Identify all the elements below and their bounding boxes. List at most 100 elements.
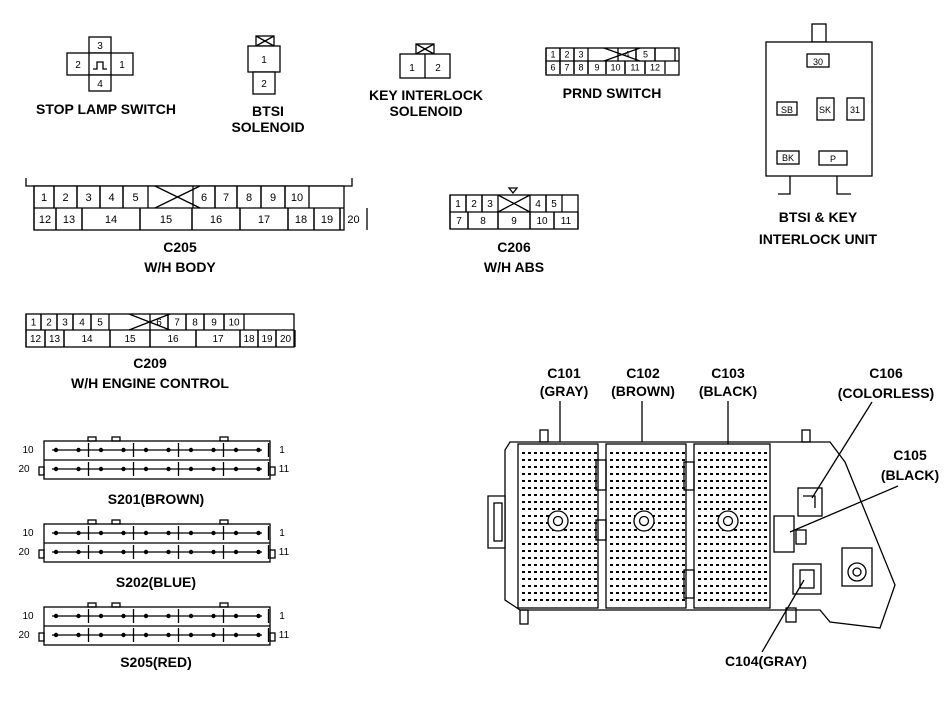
c205-pin-15: 15 <box>160 214 172 226</box>
c205-pin-19: 19 <box>321 214 333 226</box>
splice-terminal <box>143 549 149 555</box>
c102-id-label: C102 <box>626 365 660 381</box>
stop-lamp-switch-label: STOP LAMP SWITCH <box>36 101 176 117</box>
splice-terminal <box>233 549 239 555</box>
splice-terminal <box>211 549 216 555</box>
btsi-key-unit-label-1: BTSI & KEY <box>779 209 858 225</box>
splice-terminal <box>166 466 171 472</box>
c209-pin-18: 18 <box>243 334 255 345</box>
splice-terminal <box>188 632 194 638</box>
splice-terminal <box>53 466 59 472</box>
splice-terminal <box>211 447 216 453</box>
s202-label: S202(BLUE) <box>116 574 196 590</box>
splice-terminal <box>76 549 81 555</box>
splice-pin-10: 10 <box>22 611 34 622</box>
c209-pin-20: 20 <box>280 334 292 345</box>
c209-pin-10: 10 <box>228 318 240 329</box>
splice-terminal <box>211 466 216 472</box>
c206-pin-4: 4 <box>535 199 541 210</box>
c106-color-label: (COLORLESS) <box>838 385 934 401</box>
c106-id-label: C106 <box>869 365 903 381</box>
splice-terminal <box>98 466 104 472</box>
c209-pin-17: 17 <box>212 334 224 345</box>
prnd-pin-4: 4 <box>624 50 629 60</box>
c205-pin-18: 18 <box>295 214 307 226</box>
splice-terminal <box>143 466 149 472</box>
key-interlock-pin-2: 2 <box>435 63 441 74</box>
key-interlock-solenoid-connector: 1 2 KEY INTERLOCK SOLENOID <box>369 43 483 119</box>
splice-terminal <box>143 613 149 619</box>
splice-terminal <box>121 530 126 536</box>
c206-pin-8: 8 <box>480 216 486 227</box>
c205-pin-17: 17 <box>258 214 270 226</box>
splice-pin-11: 11 <box>279 630 290 641</box>
c209-id-label: C209 <box>133 355 167 371</box>
stop-lamp-pin-4: 4 <box>97 79 103 90</box>
stop-lamp-pin-2: 2 <box>75 60 81 71</box>
c105-id-label: C105 <box>893 447 927 463</box>
prnd-pin-1: 1 <box>550 50 555 60</box>
c209-pin-13: 13 <box>49 334 61 345</box>
c206-pin-1: 1 <box>455 199 461 210</box>
splice-pin-1: 1 <box>279 611 285 622</box>
splice-terminal <box>166 549 171 555</box>
btsi-solenoid-connector: 1 2 BTSI SOLENOID <box>231 35 305 135</box>
splice-pin-20: 20 <box>18 547 30 558</box>
c209-pin-2: 2 <box>46 318 52 329</box>
splice-terminal <box>256 549 261 555</box>
splice-terminal <box>121 447 126 453</box>
c205-pin-16: 16 <box>210 214 222 226</box>
splice-terminal <box>233 613 239 619</box>
splice-terminal <box>98 613 104 619</box>
c209-pin-12: 12 <box>30 334 42 345</box>
s205-label: S205(RED) <box>120 654 192 670</box>
c206-pin-10: 10 <box>536 216 548 227</box>
splice-terminal <box>76 632 81 638</box>
c103-color-label: (BLACK) <box>699 383 757 399</box>
c205-pin-12: 12 <box>39 214 51 226</box>
splice-terminal <box>53 632 59 638</box>
c102-color-label: (BROWN) <box>611 383 675 399</box>
prnd-pin-6: 6 <box>550 63 555 73</box>
c205-pin-9: 9 <box>270 192 276 204</box>
splice-terminal <box>188 466 194 472</box>
splice-pin-10: 10 <box>22 445 34 456</box>
c205-desc-label: W/H BODY <box>144 259 216 275</box>
splice-terminal <box>188 613 194 619</box>
splice-terminal <box>256 613 261 619</box>
c205-pin-2: 2 <box>62 192 68 204</box>
unit-terminal-30: 30 <box>813 57 823 67</box>
c206-pin-11: 11 <box>561 216 572 227</box>
c205-pin-8: 8 <box>246 192 252 204</box>
splice-terminal <box>188 447 194 453</box>
c206-desc-label: W/H ABS <box>484 259 544 275</box>
key-interlock-label-2: SOLENOID <box>389 103 462 119</box>
prnd-pin-11: 11 <box>630 63 639 73</box>
c209-pin-4: 4 <box>79 318 85 329</box>
btsi-solenoid-label-1: BTSI <box>252 103 284 119</box>
c105-color-label: (BLACK) <box>881 467 939 483</box>
splice-terminal <box>166 632 171 638</box>
splice-terminal <box>98 447 104 453</box>
c101-color-label: (GRAY) <box>540 383 589 399</box>
btsi-key-interlock-unit: 30 SB SK 31 BK P BTSI & KEY INTERLOCK UN… <box>759 23 878 247</box>
splice-terminal <box>188 549 194 555</box>
splice-terminal <box>121 613 126 619</box>
splice-terminal <box>188 530 194 536</box>
c209-pin-9: 9 <box>211 318 217 329</box>
c103-id-label: C103 <box>711 365 745 381</box>
splice-terminal <box>98 632 104 638</box>
prnd-pin-5: 5 <box>643 50 648 60</box>
c104-label: C104(GRAY) <box>725 653 807 669</box>
c205-id-label: C205 <box>163 239 197 255</box>
c209-pin-19: 19 <box>261 334 273 345</box>
splice-pin-11: 11 <box>279 547 290 558</box>
c209-desc-label: W/H ENGINE CONTROL <box>71 375 229 391</box>
splice-terminal <box>53 530 59 536</box>
c205-pin-14: 14 <box>105 214 117 226</box>
prnd-pin-12: 12 <box>650 63 660 73</box>
splice-pin-11: 11 <box>279 464 290 475</box>
splice-terminal <box>143 632 149 638</box>
